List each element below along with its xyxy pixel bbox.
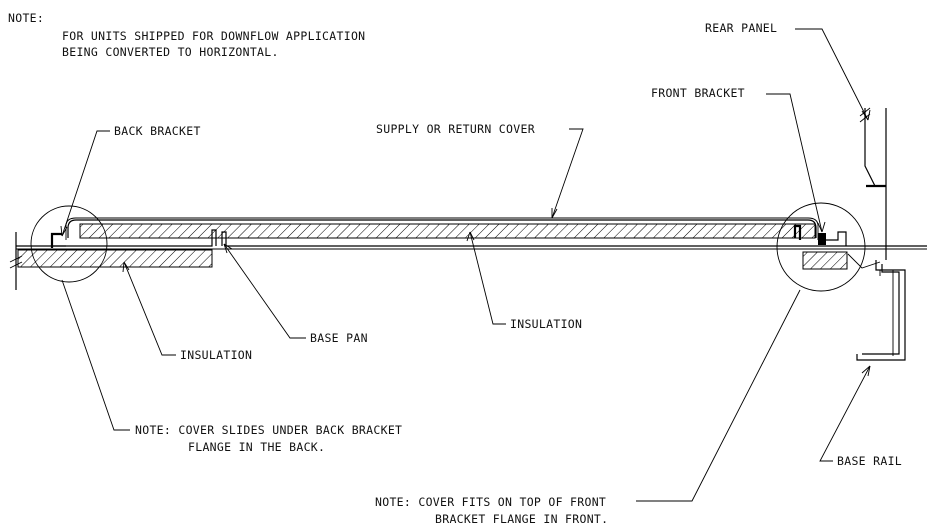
note-top-heading: NOTE: [8,11,44,25]
label-back-bracket: BACK BRACKET [114,124,201,138]
rear-panel [859,107,887,260]
note-front-line1: NOTE: COVER FITS ON TOP OF FRONT [375,495,606,509]
label-base-pan: BASE PAN [310,331,368,345]
label-rear-panel: REAR PANEL [705,21,777,35]
label-front-bracket: FRONT BRACKET [651,86,745,100]
base-pan [16,229,927,250]
detail-circle-front [776,202,866,292]
note-top-line1: FOR UNITS SHIPPED FOR DOWNFLOW APPLICATI… [62,29,365,43]
insulation-right [802,251,848,270]
label-base-rail: BASE RAIL [837,454,902,468]
base-rail [847,253,906,361]
detail-circle-back [30,205,108,283]
insulation-left [17,249,213,268]
note-back-line2: FLANGE IN THE BACK. [188,440,325,454]
supply-return-cover [65,217,819,240]
label-insulation-left: INSULATION [180,348,252,362]
label-supply-return-cover: SUPPLY OR RETURN COVER [376,122,535,136]
note-back-line1: NOTE: COVER SLIDES UNDER BACK BRACKET [135,423,402,437]
label-insulation-right: INSULATION [510,317,582,331]
note-front-line2: BRACKET FLANGE IN FRONT. [435,512,608,526]
leader-lines [60,28,871,502]
note-top-line2: BEING CONVERTED TO HORIZONTAL. [62,45,279,59]
front-bracket [793,224,847,246]
